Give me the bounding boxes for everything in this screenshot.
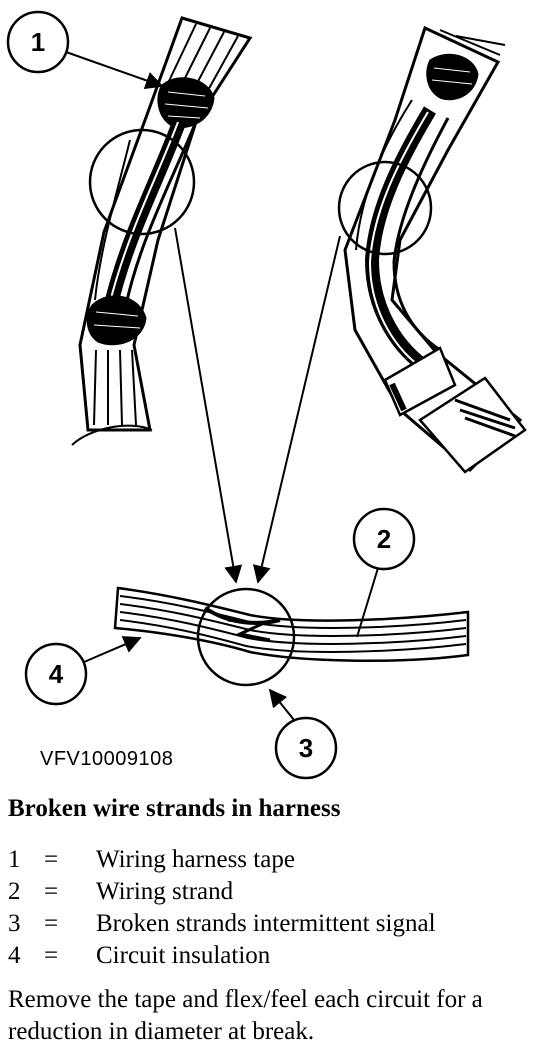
right-harness	[337, 25, 527, 474]
legend-number: 3	[8, 910, 21, 937]
broken-wire-detail	[113, 586, 470, 687]
harness-illustration: 1 2 3 4	[6, 10, 527, 780]
legend-text: Broken strands intermittent signal	[96, 910, 436, 937]
left-harness	[71, 16, 253, 446]
callout-2: 2	[352, 507, 416, 638]
svg-text:1: 1	[31, 27, 45, 57]
legend-item: 3 = Broken strands intermittent signal	[8, 908, 436, 940]
legend-equals: =	[44, 942, 59, 969]
figure-code: VFV10009108	[40, 748, 174, 770]
callout-4: 4	[24, 636, 142, 706]
legend-text: Wiring harness tape	[96, 846, 295, 873]
leader-lines	[174, 227, 341, 584]
legend-equals: =	[44, 878, 59, 905]
legend: 1 = Wiring harness tape 2 = Wiring stran…	[8, 844, 436, 972]
legend-number: 2	[8, 878, 21, 905]
legend-item: 4 = Circuit insulation	[8, 940, 436, 972]
figure-caption: Broken wire strands in harness	[8, 795, 341, 822]
svg-text:3: 3	[299, 733, 313, 763]
legend-item: 1 = Wiring harness tape	[8, 844, 436, 876]
callout-3: 3	[268, 688, 338, 780]
legend-equals: =	[44, 846, 59, 873]
legend-equals: =	[44, 910, 59, 937]
legend-item: 2 = Wiring strand	[8, 876, 436, 908]
legend-text: Wiring strand	[96, 878, 234, 905]
legend-number: 4	[8, 942, 21, 969]
svg-text:4: 4	[49, 659, 64, 689]
legend-number: 1	[8, 846, 21, 873]
svg-text:2: 2	[377, 524, 391, 554]
legend-text: Circuit insulation	[96, 942, 271, 969]
callout-1: 1	[6, 10, 164, 90]
instruction-note: Remove the tape and flex/feel each circu…	[8, 986, 483, 1045]
